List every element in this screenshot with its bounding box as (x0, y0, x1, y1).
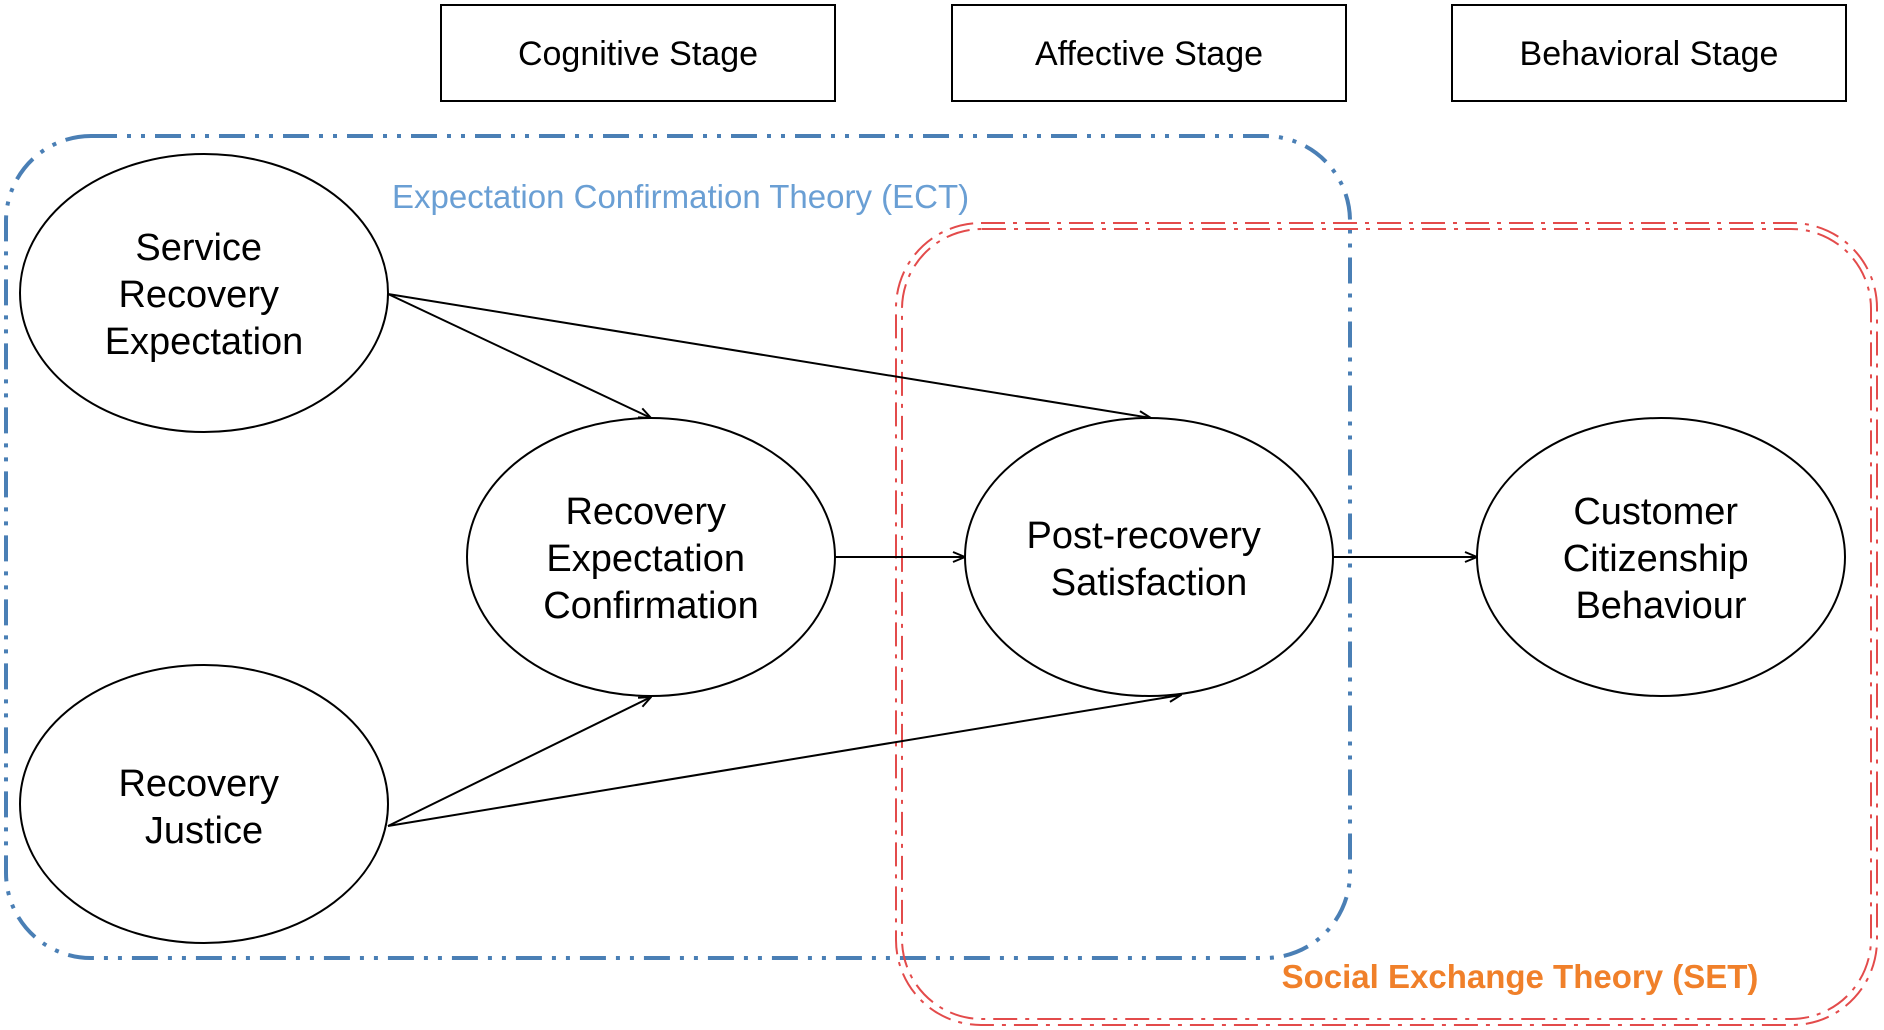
stage-cognitive: Cognitive Stage (440, 4, 836, 102)
svg-text:Customer Citizenship: Customer Citizenship Behaviour (1563, 491, 1759, 627)
edge-rj-to-rec (387, 697, 651, 827)
node-label-line: Expectation (546, 538, 745, 580)
node-label-line: Behaviour (1575, 585, 1746, 627)
node-label-line: Post-recovery (1027, 515, 1261, 557)
edge-sre-to-prs (387, 293, 1151, 418)
node-recovery-justice: Recovery Justice (19, 664, 389, 944)
edges (387, 293, 1477, 827)
node-label-line: Recovery (118, 274, 279, 316)
stage-behavioral: Behavioral Stage (1451, 4, 1847, 102)
node-label-line: Customer (1573, 491, 1738, 533)
node-label-line: Satisfaction (1051, 562, 1247, 604)
stage-behavioral-label: Behavioral Stage (1520, 35, 1779, 73)
svg-text:Recovery Justice: Recovery Justice (118, 763, 289, 852)
ect-region (4, 134, 1352, 960)
svg-text:Recovery Expectation: Recovery Expectation Confirmation (543, 491, 758, 627)
node-customer-citizenship-behaviour: Customer Citizenship Behaviour (1476, 417, 1846, 697)
ect-label: Expectation Confirmation Theory (ECT) (392, 178, 969, 215)
svg-text:Post-recovery Satisfacti: Post-recovery Satisfaction (1027, 515, 1272, 604)
edge-rj-to-prs (387, 695, 1181, 827)
node-recovery-expectation-confirmation: Recovery Expectation Confirmation (466, 417, 836, 697)
node-label-line: Expectation (105, 321, 304, 363)
stage-cognitive-label: Cognitive Stage (518, 35, 758, 73)
stage-affective: Affective Stage (951, 4, 1347, 102)
node-post-recovery-satisfaction: Post-recovery Satisfaction (964, 417, 1334, 697)
svg-text:Service Recovery E: Service Recovery Expectation (105, 227, 304, 363)
edge-sre-to-rec (387, 293, 651, 418)
set-region (895, 222, 1878, 1026)
node-label-line: Confirmation (543, 585, 758, 627)
node-label-line: Citizenship (1563, 538, 1749, 580)
stage-affective-label: Affective Stage (1035, 35, 1263, 73)
node-label-line: Recovery (565, 491, 726, 533)
node-label-line: Recovery (118, 763, 279, 805)
node-service-recovery-expectation: Service Recovery Expectation (19, 153, 389, 433)
set-label: Social Exchange Theory (SET) (1282, 958, 1759, 995)
node-label-line: Justice (145, 810, 263, 852)
node-label-line: Service (135, 227, 262, 269)
